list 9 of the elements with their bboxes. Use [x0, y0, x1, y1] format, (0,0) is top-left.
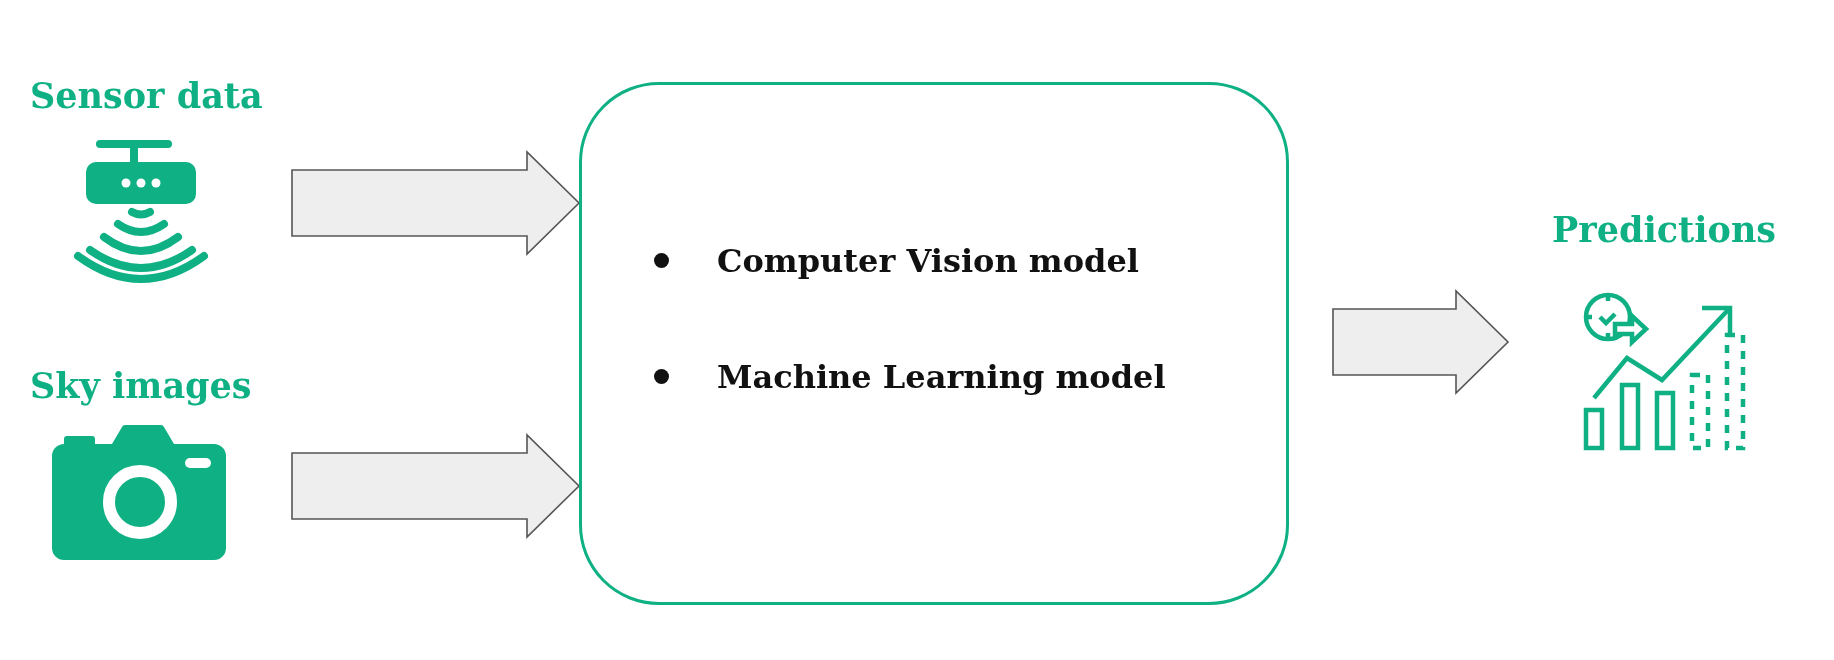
- input-heading: Sensor data: [30, 76, 263, 117]
- model-label: Machine Learning model: [717, 357, 1166, 396]
- input-heading: Predictions: [1552, 210, 1777, 251]
- block-arrow: [291, 150, 581, 256]
- block-arrow: [1332, 289, 1510, 395]
- input-heading: Sky images: [30, 366, 252, 407]
- block-arrow: [291, 433, 581, 539]
- model-label: Computer Vision model: [717, 241, 1139, 280]
- model-box: [579, 82, 1289, 605]
